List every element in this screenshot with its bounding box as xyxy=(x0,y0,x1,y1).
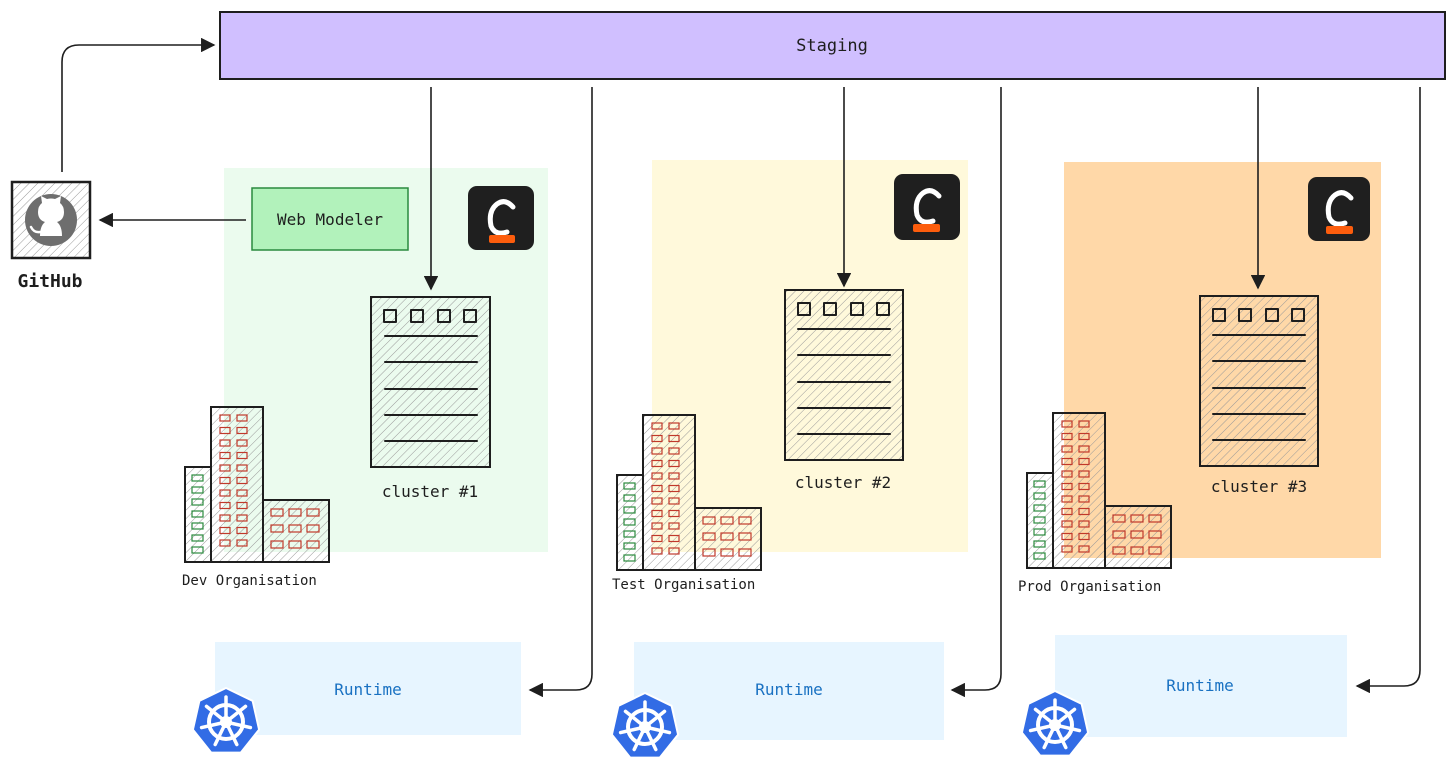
staging-to-runtime3-arrow xyxy=(1355,87,1421,694)
staging-label: Staging xyxy=(796,36,868,56)
camunda-logo-icon xyxy=(894,174,960,240)
kubernetes-icon xyxy=(191,687,261,754)
web-modeler-box[interactable]: Web Modeler xyxy=(251,187,409,251)
cluster-3-label: cluster #3 xyxy=(1211,477,1307,496)
kubernetes-icon xyxy=(1020,690,1090,757)
github-label: GitHub xyxy=(17,271,82,292)
cluster-2-server[interactable]: cluster #2 xyxy=(784,289,904,492)
dev-organisation-label: Dev Organisation xyxy=(182,573,317,589)
prod-organisation-label: Prod Organisation xyxy=(1018,579,1161,595)
runtime-box-2[interactable]: Runtime xyxy=(634,642,944,740)
runtime-2-label: Runtime xyxy=(755,680,822,699)
github-icon xyxy=(25,194,77,246)
kubernetes-icon xyxy=(610,692,680,759)
runtime-box-3[interactable]: Runtime xyxy=(1055,635,1347,737)
runtime-1-label: Runtime xyxy=(334,680,401,699)
test-organisation-label: Test Organisation xyxy=(612,577,755,593)
github-to-staging-arrow xyxy=(61,37,216,172)
camunda-logo-icon xyxy=(1308,177,1370,241)
web-modeler-label: Web Modeler xyxy=(277,210,383,229)
staging-box[interactable]: Staging xyxy=(219,11,1446,80)
cluster-2-label: cluster #2 xyxy=(795,473,891,492)
cluster-1-label: cluster #1 xyxy=(382,482,478,501)
camunda-logo-icon xyxy=(468,186,534,250)
cluster-1-server[interactable]: cluster #1 xyxy=(370,296,491,501)
test-organisation-building-icon xyxy=(616,414,762,571)
cluster-3-server[interactable]: cluster #3 xyxy=(1199,295,1319,496)
runtime-box-1[interactable]: Runtime xyxy=(215,642,521,735)
staging-to-runtime2-arrow xyxy=(950,87,1002,698)
staging-to-runtime1-arrow xyxy=(528,87,593,698)
dev-organisation-building-icon xyxy=(184,406,330,563)
github-node[interactable]: GitHub xyxy=(10,180,92,292)
prod-organisation-building-icon xyxy=(1026,412,1172,569)
runtime-3-label: Runtime xyxy=(1166,676,1233,695)
